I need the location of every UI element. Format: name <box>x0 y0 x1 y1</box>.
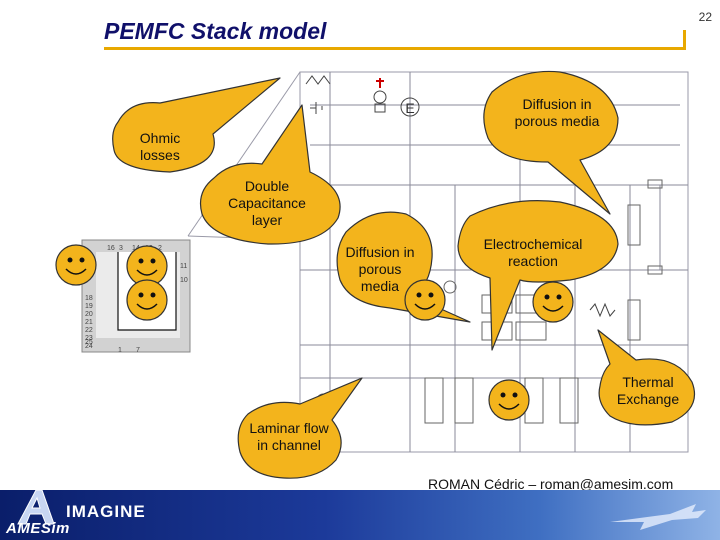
callout-laminar <box>237 377 363 479</box>
grid-label: 14 <box>132 245 140 252</box>
grid-label: 7 <box>136 347 140 354</box>
grid-label: 1 <box>118 347 122 354</box>
smiley-icon <box>55 244 97 286</box>
callout-diffusion-center-text: Diffusion in porous media <box>345 244 415 294</box>
smiley-icon <box>126 279 168 321</box>
title-corner-tick <box>683 30 686 50</box>
grid-label: 20 <box>85 311 93 318</box>
imagine-brand-text: IMAGINE <box>66 502 146 521</box>
grid-label: 21 <box>85 319 93 326</box>
author-credit: ROMAN Cédric – roman@amesim.com <box>428 476 674 492</box>
callout-diffusion-top <box>483 70 619 215</box>
page-number: 22 <box>698 10 712 24</box>
grid-label: 3 <box>119 245 123 252</box>
callout-laminar-text: Laminar flow in channel <box>249 420 329 453</box>
smiley-icon <box>488 379 530 421</box>
voltage-source-symbol: E <box>405 100 414 116</box>
smiley-icons <box>55 244 574 421</box>
callout-thermal-text: Thermal Exchange <box>616 374 680 407</box>
title-underline <box>104 47 686 50</box>
smiley-icon <box>532 281 574 323</box>
smiley-icon <box>126 245 168 287</box>
grid-labels: 16 3 14 13 2 11 10 18 19 20 21 22 23 24 … <box>85 245 188 354</box>
grid-label: 24 <box>85 343 93 350</box>
grid-label: 18 <box>85 295 93 302</box>
amesim-brand-text: AMESim <box>6 520 70 537</box>
grid-label: 11 <box>180 263 187 270</box>
callout-electrochemical <box>457 200 619 351</box>
grid-label: 25 <box>85 339 93 346</box>
grid-label: 22 <box>85 327 93 334</box>
amesim-logo-icon <box>17 489 55 525</box>
callout-ohmic <box>112 77 281 173</box>
callout-ohmic-text: Ohmic losses <box>139 130 181 163</box>
grid-label: 23 <box>85 335 93 342</box>
smiley-icon <box>404 279 446 321</box>
grid-label: 2 <box>158 245 162 252</box>
airplane-icon <box>610 504 706 530</box>
callout-thermal <box>597 329 696 426</box>
footer-banner <box>0 490 720 540</box>
callout-diffusion-top-text: Diffusion in porous media <box>514 96 600 129</box>
callout-capacitance <box>199 104 341 245</box>
grid-label: 16 <box>107 245 115 252</box>
slide-title: PEMFC Stack model <box>104 18 327 44</box>
grid-label: 10 <box>180 277 188 284</box>
grid-label: 19 <box>85 303 93 310</box>
callout-electrochemical-text: Electrochemical reaction <box>483 236 583 269</box>
callout-capacitance-text: Double Capacitance layer <box>228 178 306 228</box>
